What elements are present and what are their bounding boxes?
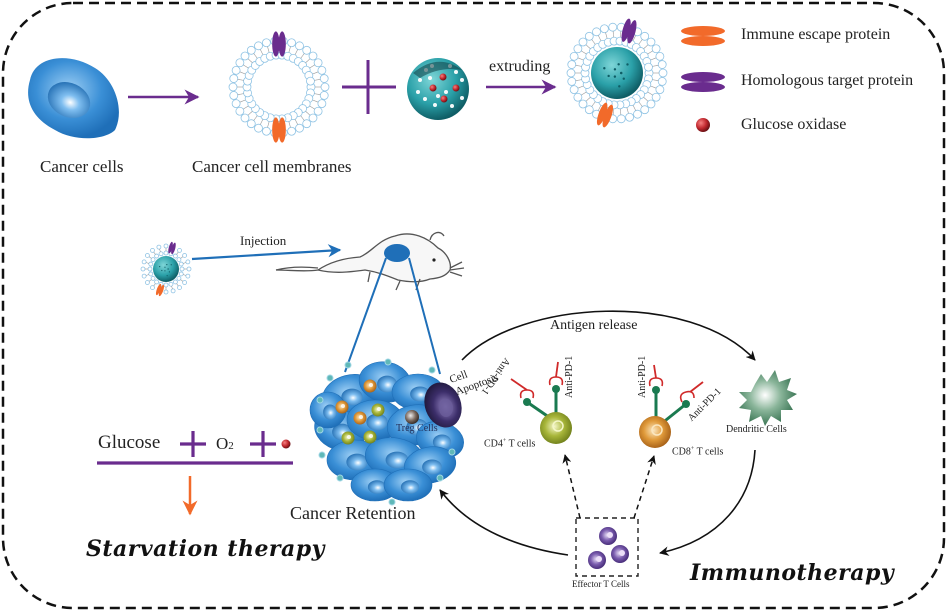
effector-t-cells-box	[575, 517, 639, 577]
effector-to-cd4-arrow	[562, 454, 581, 519]
reaction-plus-1	[180, 431, 206, 457]
legend	[681, 26, 725, 132]
injection-label: Injection	[240, 233, 287, 248]
glucose-oxidase-icon	[696, 118, 710, 132]
cancer-cell-membranes-label: Cancer cell membranes	[192, 157, 352, 176]
cancer-cell-icon	[28, 58, 119, 139]
antigen-release-label: Antigen release	[550, 318, 638, 333]
porous-nanoparticle-with-glucose-oxidase-icon	[407, 58, 469, 120]
cd8-tail: T cells	[694, 446, 724, 458]
cd4-text: CD4	[484, 438, 503, 450]
starvation-therapy-title: Starvation therapy	[86, 536, 325, 562]
tumor-site-on-mouse	[384, 244, 410, 262]
effector-to-tumor-arrow	[439, 489, 569, 556]
coated-nanoparticle-small-icon	[140, 241, 192, 297]
cancer-cell-membrane-vesicle-icon	[228, 31, 330, 143]
zoom-line-right	[408, 257, 441, 375]
reaction-plus-2	[250, 431, 276, 457]
cd8-t-cells-label: CD8+ T cells	[672, 446, 723, 457]
cd4-t-cell-icon	[510, 361, 572, 444]
extruding-label: extruding	[489, 58, 551, 75]
cancer-retention-label: Cancer Retention	[290, 503, 416, 523]
immune-escape-protein-icon	[681, 26, 725, 46]
glucose-label: Glucose	[98, 432, 161, 453]
effector-to-cd8-arrow	[633, 455, 656, 519]
dendritic-cell-icon	[739, 370, 797, 426]
effector-t-cells-icon	[588, 527, 629, 569]
dendritic-to-effector-arrow	[659, 449, 756, 556]
oxygen-subscript: 2	[228, 440, 234, 452]
anti-pd1-label-cd8-left: Anti-PD-1	[637, 355, 648, 398]
oxygen-label: O2	[216, 434, 234, 454]
legend-glucose-oxidase-label: Glucose oxidase	[741, 116, 847, 133]
injection-arrow	[191, 244, 342, 261]
anti-pd1-label-cd4-right: Anti-PD-1	[564, 355, 575, 398]
cd8-superscript: +	[690, 446, 695, 452]
cd4-t-cells-label: CD4+ T cells	[484, 438, 535, 449]
legend-immune-escape-protein-label: Immune escape protein	[741, 26, 891, 43]
cd8-t-cell-icon	[639, 364, 704, 448]
cd4-tail: T cells	[506, 438, 536, 450]
effector-t-cells-label: Effector T Cells	[572, 579, 630, 589]
zoom-line-left	[344, 257, 387, 373]
oxygen-main: O	[216, 434, 229, 453]
legend-homologous-target-protein-label: Homologous target protein	[741, 72, 914, 89]
homologous-target-protein-icon	[681, 72, 725, 92]
plus-icon	[342, 60, 396, 114]
cancer-cells-label: Cancer cells	[40, 157, 124, 176]
cd8-text: CD8	[672, 446, 691, 458]
antigen-release-arrow	[461, 310, 756, 361]
dendritic-cells-label: Dendritic Cells	[726, 424, 787, 435]
reaction-glucose-oxidase-icon	[281, 439, 291, 449]
treg-cells-label: Treg Cells	[396, 423, 438, 434]
tumor-cluster-icon	[309, 358, 464, 506]
immunotherapy-title: Immunotherapy	[690, 560, 895, 586]
mouse-icon	[275, 231, 465, 291]
membrane-coated-nanoparticle-icon	[566, 18, 668, 128]
cd4-superscript: +	[502, 438, 507, 444]
